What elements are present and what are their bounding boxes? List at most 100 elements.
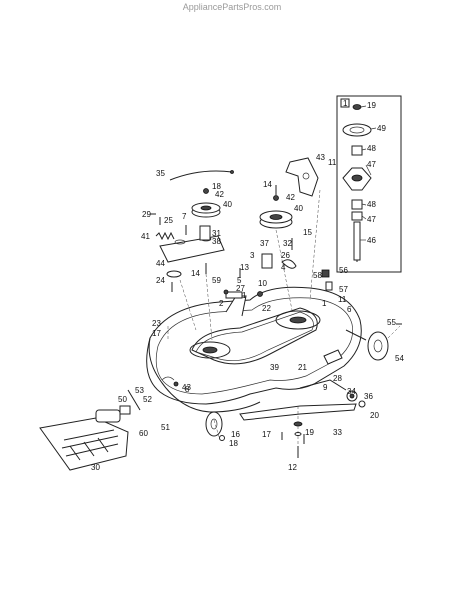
callout-label: 37 (260, 239, 269, 248)
callout-label: 11 (338, 295, 347, 304)
watermark: AppliancePartsPros.com (182, 2, 282, 12)
callout-label: 15 (303, 228, 312, 237)
callout-label: 1 (242, 291, 247, 300)
deck-body (146, 286, 362, 405)
callout-label: 9 (323, 383, 328, 392)
spindle-inset: 1 19 49 48 47 48 47 46 (336, 95, 402, 273)
control-rod (169, 170, 233, 181)
callout-label: 6 (347, 305, 352, 314)
callout-label: 57 (339, 285, 348, 294)
chute-bracket (95, 409, 121, 423)
callout-label: 11 (328, 158, 337, 167)
callout-label: 39 (270, 363, 279, 372)
inset-callout: 49 (377, 124, 386, 133)
callout-label: 21 (298, 363, 307, 372)
callout-label: 26 (281, 251, 290, 260)
left-pulley-assembly (155, 188, 225, 278)
inset-callout: 19 (367, 101, 376, 110)
callout-label: 17 (262, 430, 271, 439)
callout-label: 44 (156, 259, 165, 268)
callout-label: 40 (294, 204, 303, 213)
hardware-fasteners (150, 213, 402, 444)
spring-clip (281, 259, 297, 269)
callout-label: 1 (322, 299, 327, 308)
left-nut (203, 188, 209, 194)
callout-label: 25 (164, 216, 173, 225)
discharge-chute (39, 389, 141, 471)
callout-label: 35 (156, 169, 165, 178)
idler-bracket (159, 235, 225, 263)
callout-label: 34 (347, 387, 356, 396)
callout-label: 42 (286, 193, 295, 202)
callout-label: 31 (212, 229, 221, 238)
callout-label: 43 (182, 383, 191, 392)
callout-label: 56 (339, 266, 348, 275)
callout-label: 40 (223, 200, 232, 209)
callout-label: 54 (395, 354, 404, 363)
callout-label: 42 (215, 190, 224, 199)
inset-badge-box (340, 98, 350, 108)
callout-label: 5 (237, 276, 242, 285)
callout-label: 14 (263, 180, 272, 189)
callout-label: 51 (161, 423, 170, 432)
spacer-right (261, 253, 273, 269)
callout-label: 14 (191, 269, 200, 278)
inset-callout: 46 (367, 236, 376, 245)
deck-wheel-right (367, 331, 389, 361)
callout-label: 19 (305, 428, 314, 437)
inset-bearing-bottom (351, 199, 363, 210)
inset-callout: 48 (367, 200, 376, 209)
callout-label: 36 (364, 392, 373, 401)
callout-label: 3 (250, 251, 255, 260)
callout-label: 23 (152, 319, 161, 328)
callout-label: 41 (141, 232, 150, 241)
callout-label: 8 (185, 385, 190, 394)
inset-callout: 47 (367, 215, 376, 224)
callout-label: 18 (229, 439, 238, 448)
callout-label: 33 (333, 428, 342, 437)
callout-label: 60 (139, 429, 148, 438)
idler-bracket-right (285, 157, 319, 197)
mower-deck (146, 286, 401, 437)
callout-label: 16 (231, 430, 240, 439)
callout-label: 20 (370, 411, 379, 420)
callout-label: 43 (316, 153, 325, 162)
callout-label: 24 (156, 276, 165, 285)
callout-labels: 35 18 42 40 29 25 7 41 31 38 44 24 14 43… (91, 153, 404, 472)
callout-label: 2 (219, 299, 224, 308)
inset-pulley (342, 123, 372, 137)
inset-bearing-top (351, 145, 363, 156)
callout-label: 4 (281, 263, 286, 272)
right-pulley-assembly (259, 157, 333, 291)
callout-label: 32 (283, 239, 292, 248)
callout-label: 53 (135, 386, 144, 395)
callout-label: 52 (143, 395, 152, 404)
callout-label: 30 (91, 463, 100, 472)
deck-wheel-left (205, 411, 223, 437)
callout-label: 22 (262, 304, 271, 313)
callout-label: 17 (152, 329, 161, 338)
callout-label: 50 (118, 395, 127, 404)
callout-label: 18 (212, 182, 221, 191)
callout-label: 10 (258, 279, 267, 288)
spacer (166, 270, 182, 278)
inset-nut (352, 104, 362, 110)
callout-label: 12 (288, 463, 297, 472)
callout-label: 13 (240, 263, 249, 272)
callout-label: 7 (182, 212, 187, 221)
callout-label: 38 (212, 237, 221, 246)
idler-spring (155, 231, 175, 241)
right-nut (273, 195, 279, 201)
stabilizer-bar (299, 379, 347, 391)
callout-label: 28 (333, 374, 342, 383)
inset-callout: 47 (367, 160, 376, 169)
inset-frame (336, 95, 402, 273)
inset-callout: 48 (367, 144, 376, 153)
callout-label: 59 (212, 276, 221, 285)
deck-belt (191, 307, 318, 365)
inset-badge: 1 (343, 99, 348, 108)
callout-label: 55 (387, 318, 396, 327)
callout-label: 29 (142, 210, 151, 219)
callout-label: 27 (236, 284, 245, 293)
